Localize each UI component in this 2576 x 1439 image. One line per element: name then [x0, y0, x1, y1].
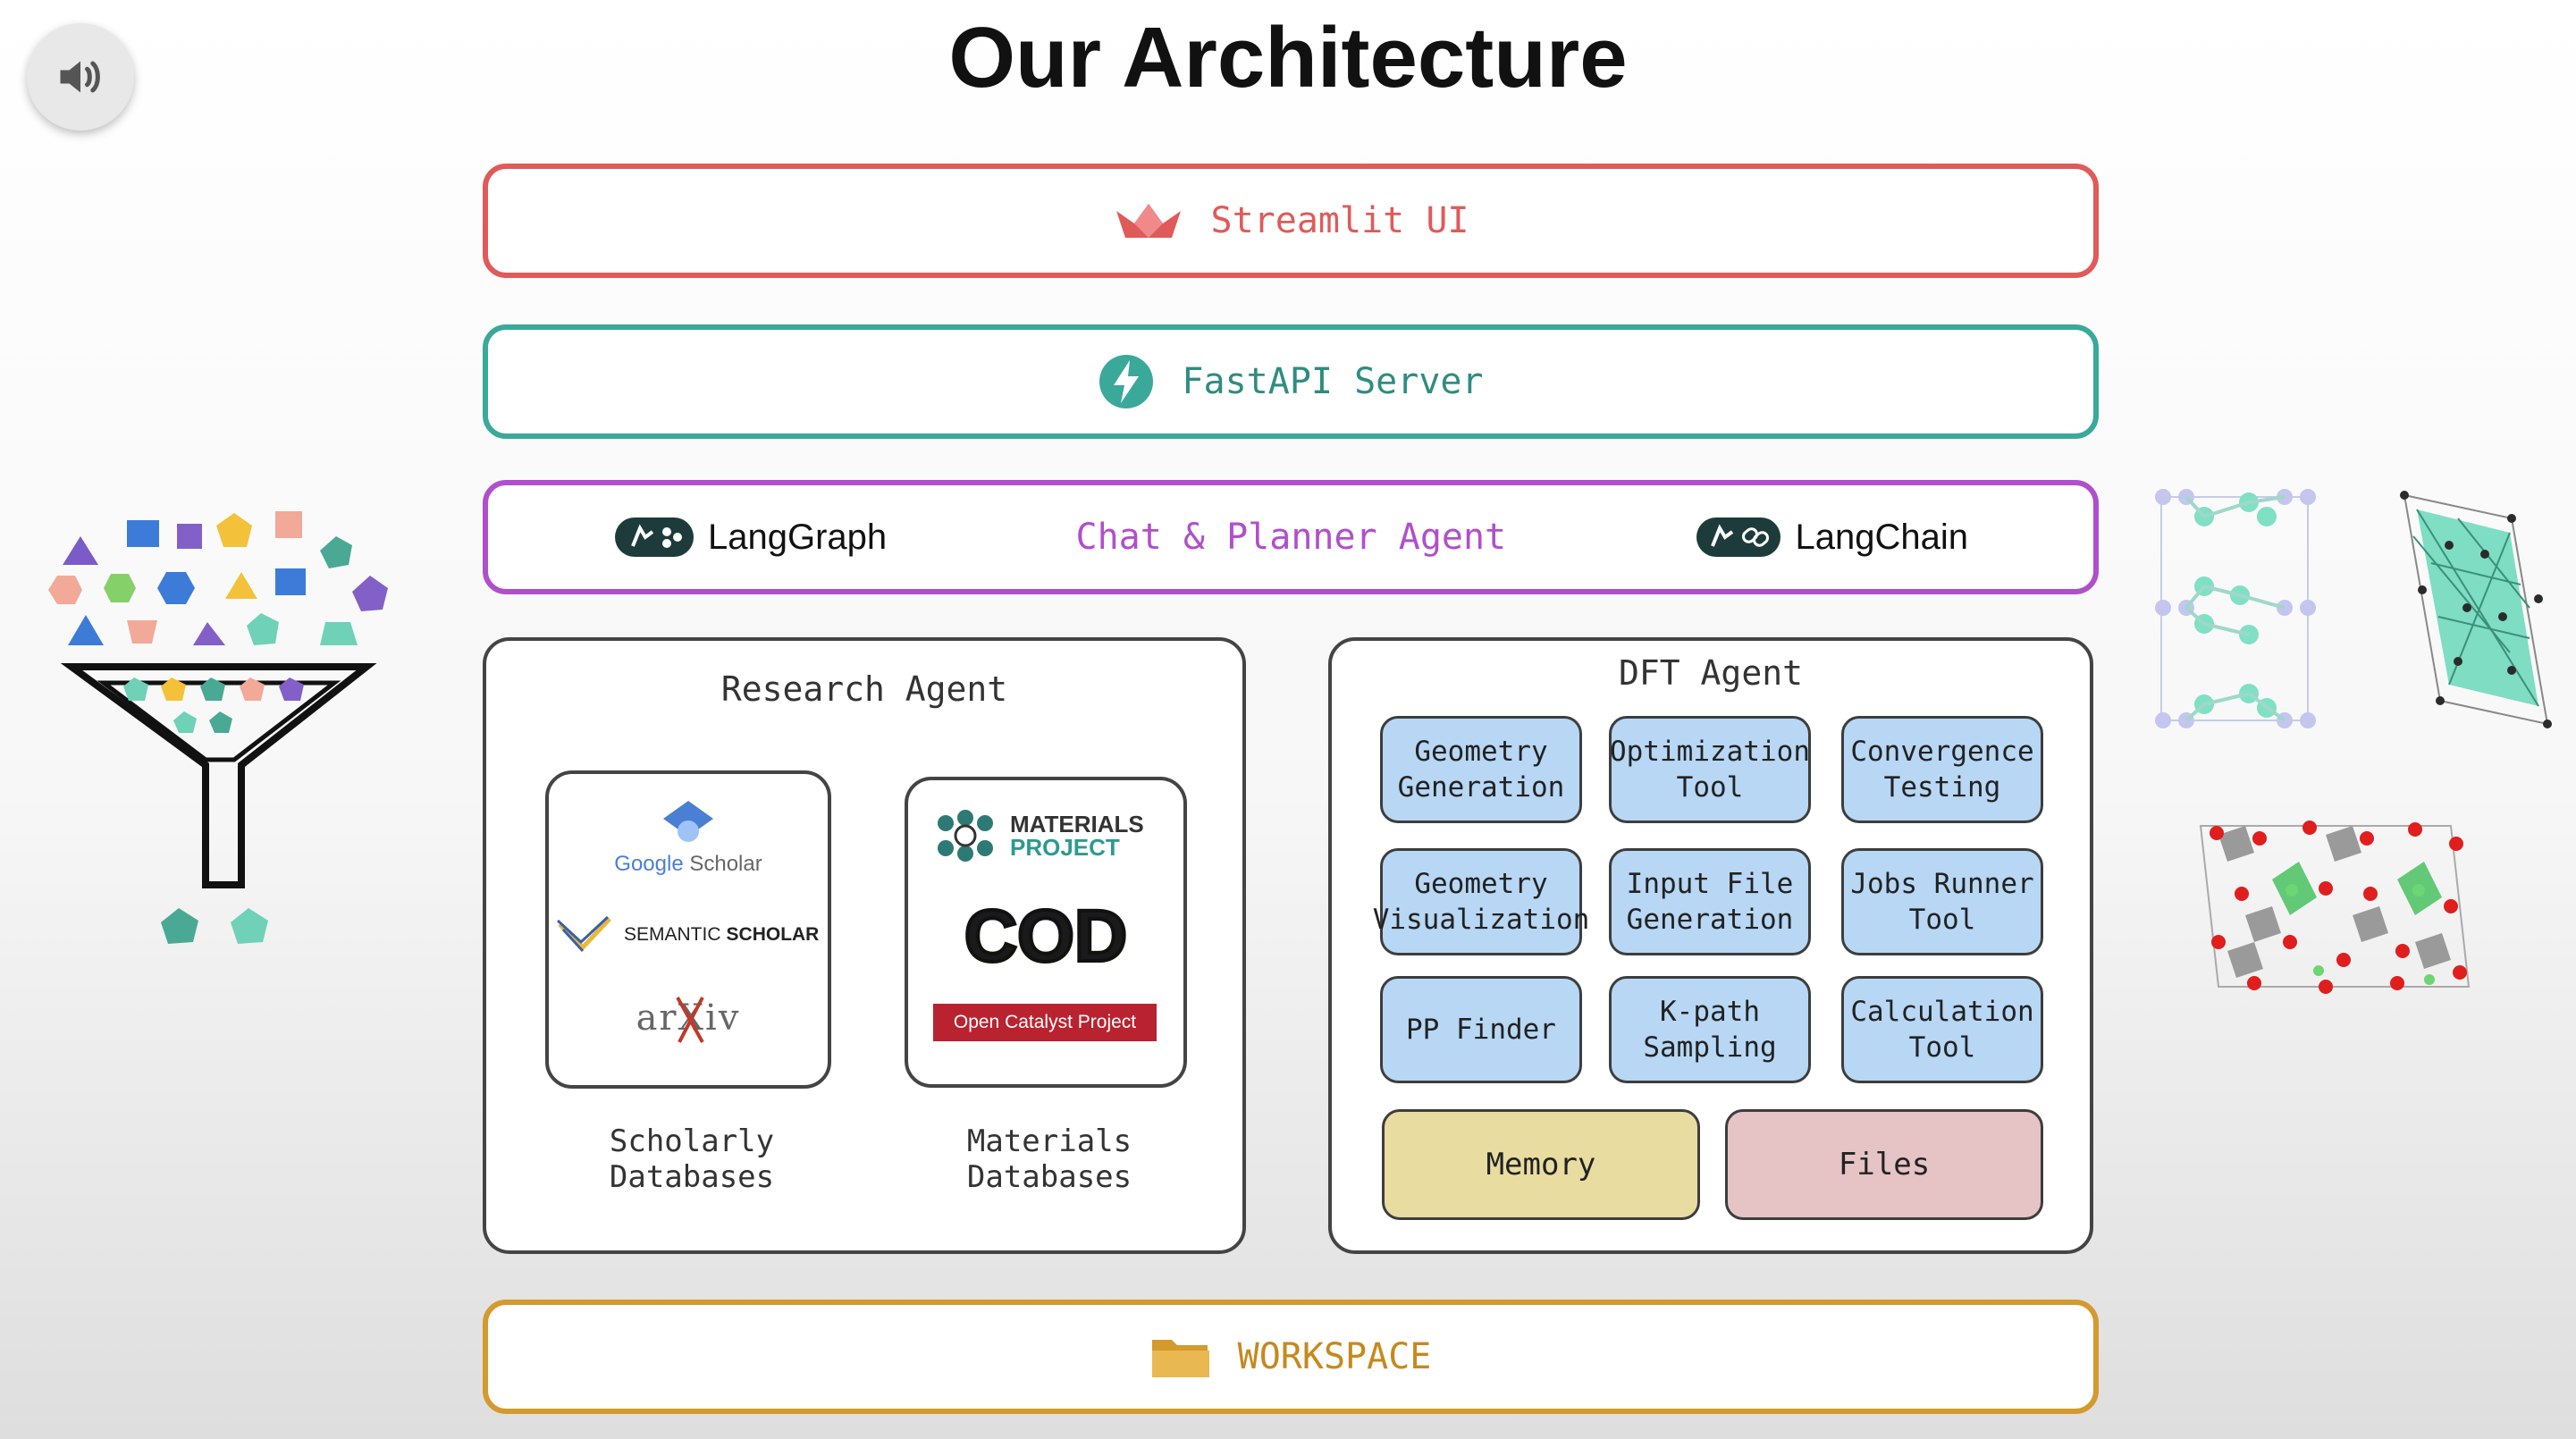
materials-project-logo: MATERIALS PROJECT	[928, 807, 1169, 864]
scholarly-databases-label: Scholarly Databases	[609, 1123, 775, 1195]
semantic-scholar-logo: SEMANTIC SCHOLAR	[556, 915, 824, 955]
fastapi-layer: FastAPI Server	[483, 324, 2099, 439]
langchain-brand: LangChain	[1695, 516, 1968, 559]
research-agent-title: Research Agent	[720, 669, 1008, 709]
memory-store[interactable]: Memory	[1382, 1109, 1700, 1220]
workspace-label: WORKSPACE	[1237, 1336, 1432, 1377]
tool-geometry-generation[interactable]: Geometry Generation	[1380, 716, 1582, 823]
tool-optimization[interactable]: Optimization Tool	[1609, 716, 1811, 823]
mp-line2: PROJECT	[1010, 834, 1120, 861]
arxiv-logo: arXiv	[549, 997, 828, 1043]
funnel-illustration	[48, 511, 388, 944]
open-catalyst-logo: Open Catalyst Project	[933, 1004, 1157, 1041]
tool-k-path-sampling[interactable]: K-path Sampling	[1609, 976, 1811, 1083]
tool-convergence-testing[interactable]: Convergence Testing	[1841, 716, 2043, 823]
fastapi-label: FastAPI Server	[1182, 361, 1484, 402]
files-store[interactable]: Files	[1725, 1109, 2043, 1220]
crystal-structure-illustration-3	[2199, 820, 2471, 994]
scholar-cap-icon	[663, 801, 713, 842]
dft-agent-title: DFT Agent	[1619, 653, 1803, 693]
open-catalyst-word: Open Catalyst Project	[953, 1012, 1137, 1032]
crystal-structure-illustration	[2155, 489, 2316, 728]
scholar-word: Scholar	[689, 852, 762, 876]
tool-input-file-generation[interactable]: Input File Generation	[1609, 848, 1811, 955]
agent-layer: LangGraph Chat & Planner Agent LangChain	[483, 480, 2099, 594]
cod-word: COD	[963, 894, 1129, 979]
semantic-word: SEMANTIC	[624, 924, 721, 945]
materials-databases-card: MATERIALS PROJECT COD Open Catalyst Proj…	[905, 777, 1187, 1088]
semantic-scholar-word: SCHOLAR	[726, 924, 820, 945]
speaker-icon	[60, 61, 100, 93]
agent-label: Chat & Planner Agent	[1075, 517, 1507, 558]
research-agent-panel: Research Agent Google Scholar SEMANTIC S…	[483, 637, 1246, 1254]
langgraph-icon	[615, 518, 694, 557]
tool-geometry-visualization[interactable]: Geometry Visualization	[1373, 848, 1589, 955]
fastapi-bolt-icon	[1099, 355, 1154, 408]
google-word: Google	[614, 852, 684, 876]
materials-databases-label: Materials Databases	[966, 1123, 1132, 1195]
tool-pp-finder[interactable]: PP Finder	[1380, 976, 1582, 1083]
langgraph-brand: LangGraph	[613, 516, 887, 559]
streamlit-layer: Streamlit UI	[483, 164, 2099, 278]
langchain-label: LangChain	[1795, 517, 1968, 557]
scholarly-databases-card: Google Scholar SEMANTIC SCHOLAR arXiv	[545, 770, 831, 1089]
langchain-icon	[1696, 518, 1781, 557]
speaker-button[interactable]	[27, 23, 134, 130]
semantic-scholar-icon	[556, 915, 611, 953]
streamlit-crown-icon	[1115, 204, 1181, 238]
langgraph-label: LangGraph	[708, 517, 888, 557]
page-title: Our Architecture	[948, 10, 1628, 105]
arxiv-x-mark-icon	[676, 997, 704, 1043]
workspace-layer: WORKSPACE	[483, 1300, 2099, 1414]
cod-logo: COD	[908, 894, 1183, 979]
crystal-structure-illustration-2	[2400, 491, 2552, 728]
materials-project-icon	[938, 810, 993, 862]
tool-jobs-runner[interactable]: Jobs Runner Tool	[1841, 848, 2043, 955]
streamlit-label: Streamlit UI	[1210, 200, 1469, 241]
tool-calculation[interactable]: Calculation Tool	[1841, 976, 2043, 1083]
dft-agent-panel: DFT Agent Geometry Generation Optimizati…	[1328, 637, 2093, 1254]
mp-line1: MATERIALS	[1010, 811, 1144, 837]
folder-icon	[1151, 1340, 1209, 1377]
google-scholar-logo: Google Scholar	[549, 799, 828, 877]
